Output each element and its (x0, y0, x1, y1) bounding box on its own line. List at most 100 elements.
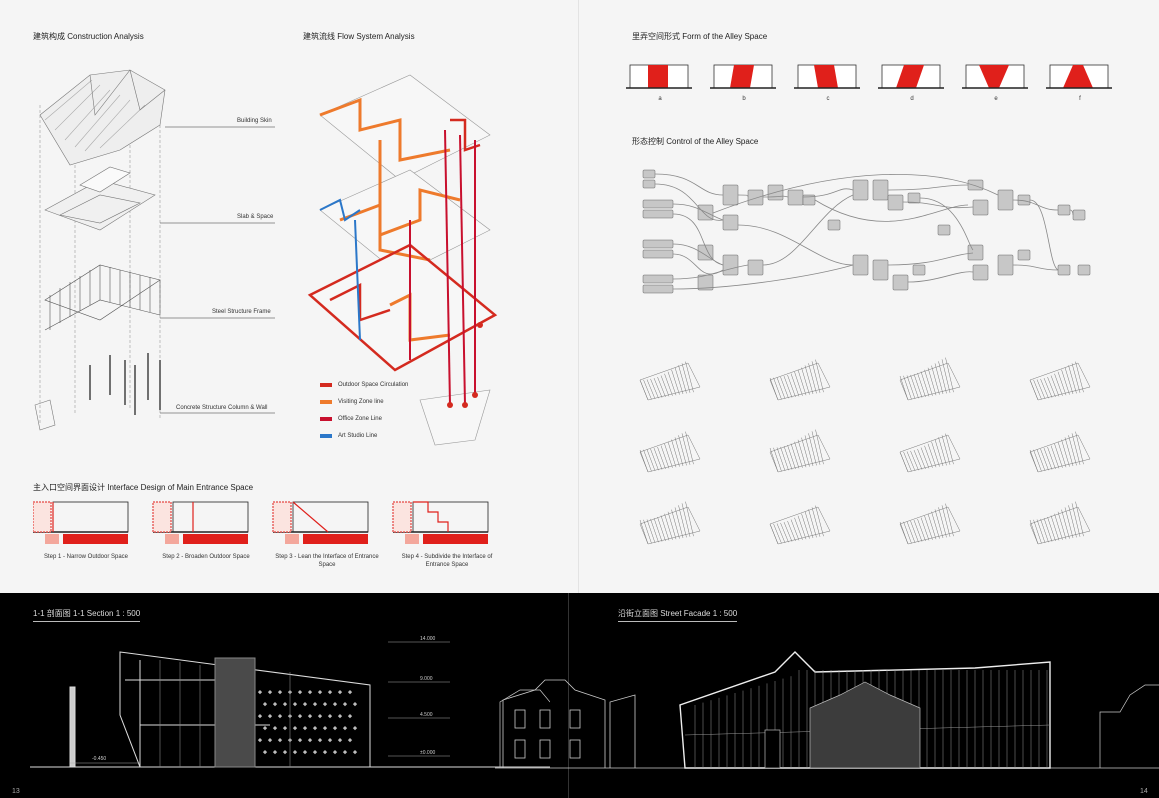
graph-node (1017, 249, 1031, 261)
roof-rib (1064, 437, 1074, 467)
skin-perforation (317, 713, 323, 719)
step-outdoor-zone (33, 501, 52, 533)
roof-rib (934, 439, 944, 467)
skin-perforation (292, 702, 298, 707)
alley-control-title: 形态控制 Control of the Alley Space (632, 137, 759, 146)
roof-rib (1033, 379, 1042, 400)
roof-variation (639, 361, 701, 401)
roof-rib (815, 359, 824, 393)
roof-rib (1047, 446, 1056, 470)
roof-rib (1068, 505, 1077, 538)
roof-rib (801, 367, 810, 395)
roof-outline (769, 506, 831, 545)
graph-node (747, 189, 764, 206)
roof-rib (1036, 449, 1046, 471)
alley-form-shape (896, 65, 924, 88)
skin-perforation (272, 750, 278, 755)
roof-rib (1033, 519, 1042, 544)
roof-rib (927, 367, 937, 396)
roof-rib (938, 507, 947, 538)
construction-title: 建筑构成 Construction Analysis (33, 32, 144, 41)
legend-outdoor: Outdoor Space Circulation (320, 382, 408, 388)
step-volume (52, 501, 129, 533)
roof-outline (769, 434, 831, 473)
grasshopper-node-graph (642, 169, 1091, 294)
step-transition-bar (405, 534, 419, 544)
skin-perforation (342, 726, 348, 731)
skin-perforation (337, 690, 343, 695)
step-indoor-bar (63, 534, 128, 544)
skin-perforation (282, 726, 288, 731)
roof-variation (899, 357, 961, 401)
roof-rib (790, 373, 800, 397)
graph-wire (887, 184, 969, 191)
roof-rib (1054, 443, 1063, 468)
skin-perforation (277, 690, 283, 695)
roof-rib (931, 511, 940, 539)
roof-rib (945, 503, 954, 537)
graph-node (872, 259, 889, 281)
roof-rib (906, 521, 916, 543)
skin-perforation (272, 702, 278, 707)
roof-rib (934, 363, 944, 395)
graph-node (642, 284, 674, 294)
roof-rib (653, 518, 663, 542)
graph-node (697, 274, 714, 291)
step-indoor-bar (423, 534, 488, 544)
skin-perforation (312, 702, 318, 707)
roof-variation (1029, 431, 1091, 473)
skin-perforation (327, 714, 333, 719)
roof-rib (941, 505, 951, 537)
roof-rib (664, 443, 673, 468)
roof-outline (1029, 506, 1091, 545)
step-1-label: Step 1 - Narrow Outdoor Space (43, 554, 129, 560)
skin-perforation (297, 738, 303, 743)
roof-rib (790, 443, 800, 469)
graph-node (722, 214, 739, 231)
skin-perforation (347, 690, 353, 695)
legend-label: Outdoor Space Circulation (338, 382, 409, 388)
roof-rib (924, 369, 933, 396)
roof-rib (1075, 431, 1084, 465)
roof-rib (1043, 448, 1053, 470)
flow-legend: Outdoor Space Circulation Visiting Zone … (320, 382, 408, 439)
skin-perforation (352, 726, 358, 731)
roof-rib (671, 369, 680, 395)
roof-rib (646, 379, 656, 399)
roof-rib (643, 449, 652, 472)
drawings-gutter (568, 593, 569, 798)
label-concrete-structure: Concrete Structure Column & Wall (176, 405, 268, 411)
roof-rib (811, 361, 821, 393)
graph-wire (814, 199, 969, 222)
roof-rib (917, 372, 926, 398)
step-outdoor-zone (272, 501, 292, 533)
alley-form-title: 里弄空间形式 Form of the Alley Space (632, 32, 768, 41)
roof-rib (657, 446, 666, 470)
graph-node (642, 209, 674, 219)
graph-node (827, 219, 841, 231)
roof-rib (643, 519, 652, 544)
entrance-steps-diagrams (33, 501, 489, 544)
roof-rib (674, 367, 684, 395)
graph-wire (672, 264, 749, 280)
skin-perforation (282, 750, 288, 755)
graph-node (907, 192, 921, 204)
alley-form-shape (814, 65, 838, 88)
level-ground: -0.450 (92, 756, 107, 762)
roof-rib (780, 522, 789, 543)
construction-exploded-axonometric (34, 69, 275, 431)
graph-node (642, 169, 656, 179)
roof-rib (903, 451, 912, 472)
graph-node (912, 264, 926, 276)
graph-node (697, 204, 714, 221)
graph-wire (1012, 264, 1059, 271)
legend-swatch (320, 417, 332, 421)
skin-perforation (332, 726, 338, 731)
skin-perforation (302, 701, 308, 707)
roof-rib (657, 516, 666, 542)
roof-rib (1057, 441, 1067, 468)
graph-wire (737, 194, 749, 198)
roof-rib (941, 435, 951, 465)
graph-wire (762, 195, 789, 198)
roof-rib (1075, 361, 1084, 393)
